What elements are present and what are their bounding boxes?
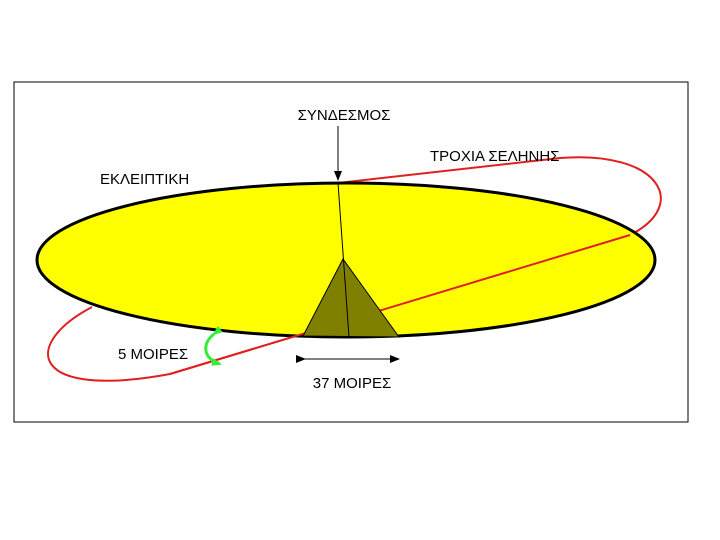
span-label: 37 ΜΟΙΡΕΣ (313, 375, 391, 392)
node-label: ΣΥΝΔΕΣΜΟΣ (298, 107, 391, 124)
ecliptic-label: ΕΚΛΕΙΠΤΙΚΗ (100, 171, 189, 188)
inclination-label: 5 ΜΟΙΡΕΣ (118, 346, 188, 363)
inclination-arrow (204, 325, 223, 366)
moon-orbit-label: ΤΡΟΧΙΑ ΣΕΛΗΝΗΣ (430, 148, 559, 165)
ecliptic-plane (35, 181, 657, 339)
angle-triangle (302, 258, 400, 338)
node-axis-line (337, 182, 350, 338)
moon-orbit-front (169, 234, 631, 375)
